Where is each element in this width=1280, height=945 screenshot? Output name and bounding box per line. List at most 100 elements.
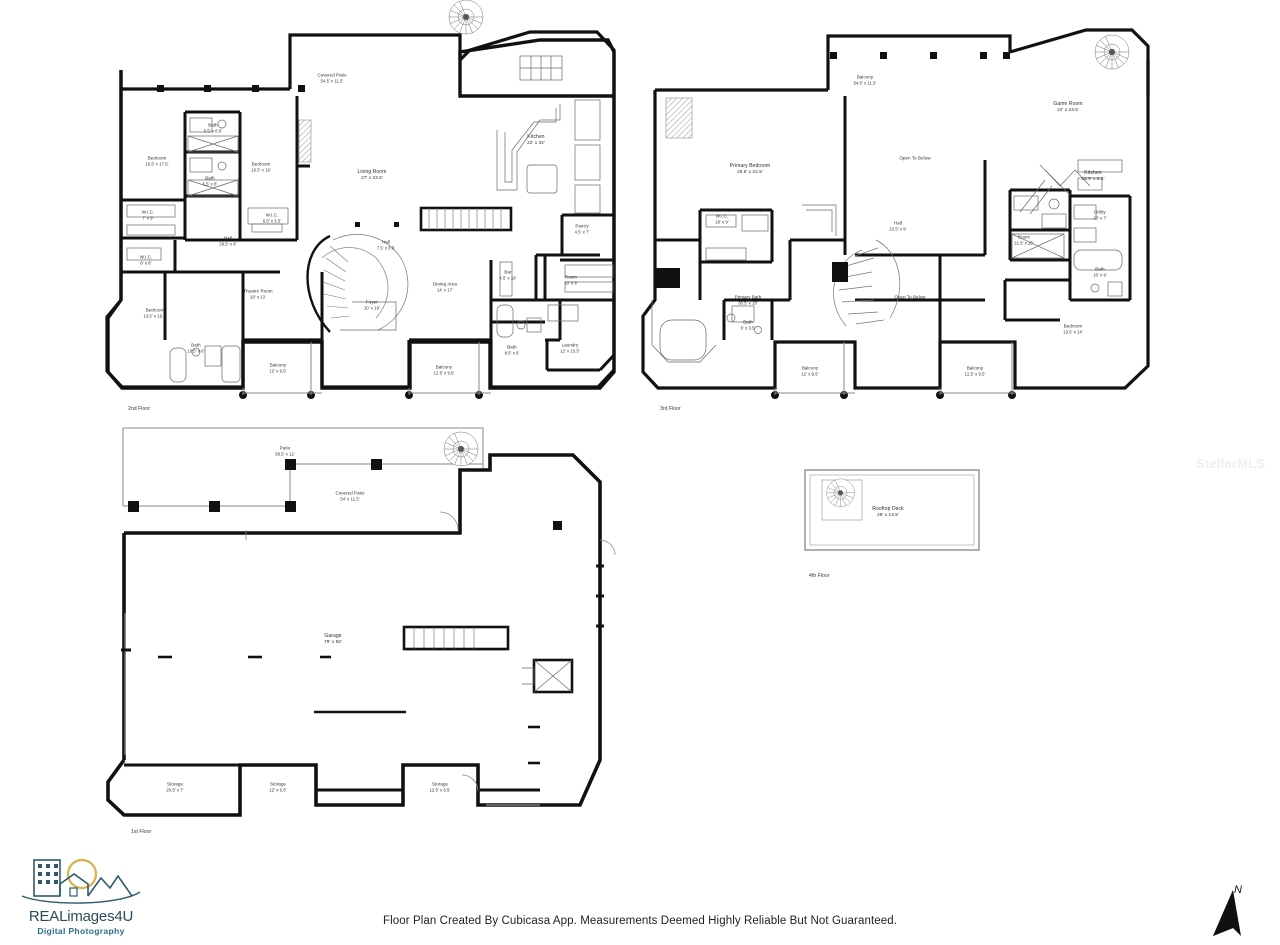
room-dimensions: 20.5' x 7'	[166, 787, 184, 793]
floor-name-second-floor: 2nd Floor	[128, 406, 150, 412]
room-dimensions: 22' x 23.5'	[1057, 107, 1079, 113]
room-name: Bath	[1095, 266, 1105, 272]
room-dimensions: 15.5' x 9.5'	[1081, 176, 1105, 182]
room-dimensions: 12' x 9.5'	[269, 368, 287, 374]
room-dimensions: 54.5' x 11.5'	[320, 78, 344, 84]
room-dimensions: 12.5' x 6.5'	[429, 787, 451, 793]
logo-brand-text: REALimages4U	[28, 908, 134, 925]
room-dimensions: 8.5' x 6'	[504, 350, 520, 356]
room-dimensions: 21.5' x 25'	[1014, 240, 1034, 246]
room-name: Bath	[191, 342, 201, 348]
room-name: Bedroom	[1063, 323, 1083, 329]
room-label: W.I.C.18' x 9'	[715, 214, 729, 225]
room-dimensions: 54' x 11.5'	[340, 496, 360, 502]
compass-north-label: N	[1234, 884, 1242, 896]
room-dimensions: 10.5' x 6'	[187, 348, 205, 354]
room-dimensions: 4.5' x 18'	[499, 275, 517, 281]
room-dimensions: 29.5' x 8'	[219, 241, 237, 247]
room-dimensions: 10' x 19'	[364, 305, 380, 311]
logo-swoosh-icon	[21, 891, 141, 904]
room-dimensions: 10' x 9'	[1093, 272, 1107, 278]
room-dimensions: 13.5' x 19.5'	[143, 313, 167, 319]
building-windows-icon	[38, 864, 58, 884]
compass-rose: N	[1205, 884, 1257, 940]
north-arrow-icon	[1213, 890, 1241, 936]
room-name: Patio	[279, 445, 291, 451]
room-dimensions: 7.5' x 8.5'	[376, 245, 396, 251]
room-dimensions: 12.5' x 9.5'	[964, 371, 986, 377]
room-dimensions: 14' x 17'	[437, 287, 453, 293]
room-dimensions: 6.5' x 3.5'	[262, 218, 282, 224]
room-dimensions: 22.5' x 9'	[889, 226, 907, 232]
room-name: Game Room	[1053, 101, 1083, 108]
mls-watermark: StellarMLS	[1196, 456, 1266, 471]
house-icon	[59, 873, 89, 896]
room-name: Kitchen	[527, 134, 545, 141]
logo-artwork	[21, 858, 141, 904]
room-name: Pantry	[575, 223, 589, 229]
realimages4u-logo: REALimages4U Digital Photography	[6, 856, 156, 940]
room-name: Bath	[205, 175, 215, 181]
room-name: Bedroom	[145, 307, 165, 313]
room-name: Storage	[269, 781, 287, 787]
room-dimensions: 79' x 56'	[324, 639, 342, 645]
office-building-icon	[33, 859, 61, 897]
room-dimensions: 58.5' x 12'	[275, 451, 295, 457]
room-name: W.I.C.	[265, 212, 279, 218]
room-name: Kitchen	[1084, 170, 1102, 177]
room-name: Rooftop Deck	[872, 506, 904, 513]
room-name: Theatre Room	[243, 288, 273, 294]
room-dimensions: 10' x 6'	[564, 280, 578, 286]
room-name: Primary Bedroom	[729, 163, 771, 170]
room-name: Garage	[324, 633, 342, 640]
room-name: Balcony	[269, 362, 287, 368]
room-name: Dining Area	[433, 281, 457, 287]
room-label: Open To Below	[895, 294, 926, 300]
room-dimensions: 54.5' x 11.5'	[853, 80, 877, 86]
room-name: Storage	[431, 781, 449, 787]
room-name: Bedroom	[251, 161, 271, 167]
room-label: W.I.C.6.5' x 3.5'	[263, 213, 281, 224]
room-label: Open To Below	[900, 155, 931, 161]
first-floor-plan	[106, 427, 616, 817]
room-name: Covered Patio	[335, 490, 365, 496]
room-name: Bath	[208, 122, 218, 128]
room-name: Bar	[504, 269, 512, 275]
room-name: Bath	[507, 344, 517, 350]
room-dimensions: 10' x 7'	[1093, 215, 1107, 221]
room-name: W.I.C.	[139, 254, 153, 260]
room-dimensions: 5.5' x 8.5'	[203, 128, 223, 134]
mountain-icon	[87, 874, 133, 897]
footer-disclaimer: Floor Plan Created By Cubicasa App. Meas…	[382, 915, 898, 927]
sun-icon	[66, 858, 98, 890]
room-dimensions: 22' x 32'	[527, 140, 545, 146]
house-door-icon	[69, 887, 78, 897]
room-dimensions: 4.5' x 7'	[574, 229, 590, 235]
